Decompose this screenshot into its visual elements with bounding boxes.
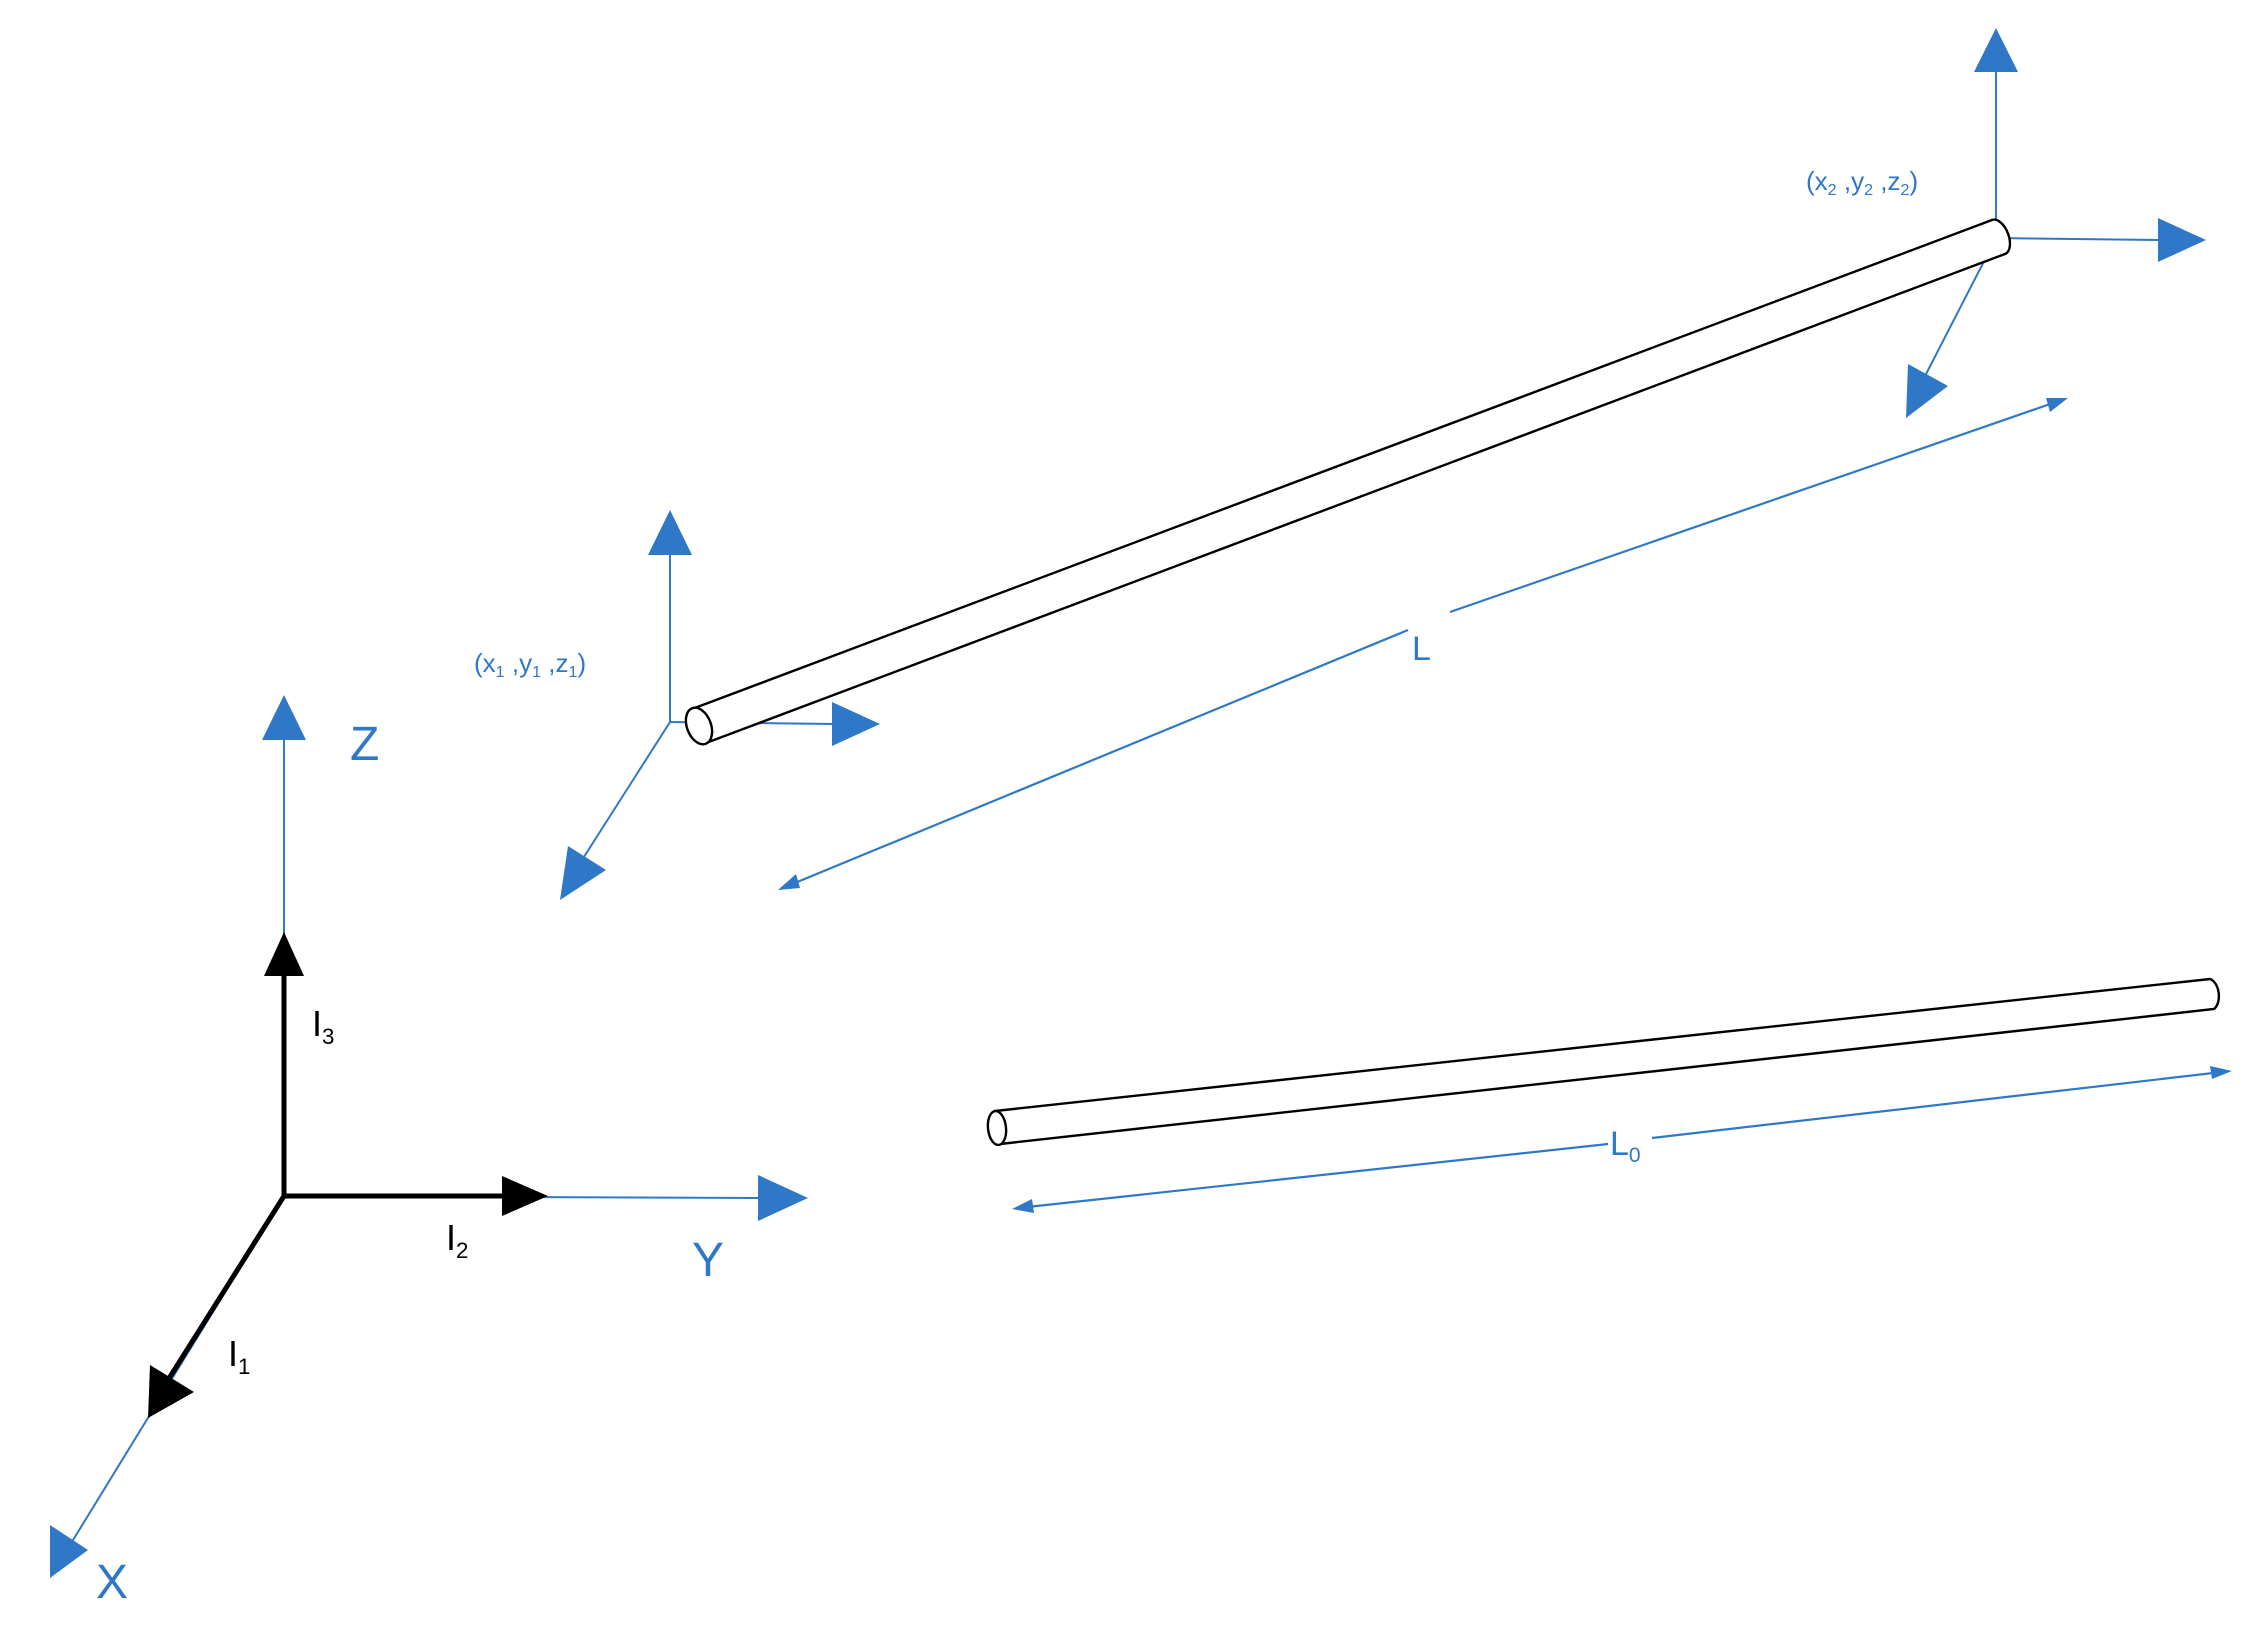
length-l-line-upper — [1449, 400, 2057, 614]
deformed-rod-body — [690, 218, 2012, 745]
end2-y-axis-line — [1995, 237, 2159, 241]
end1-x-arrowhead — [560, 846, 606, 900]
i3-vector-arrowhead — [264, 932, 304, 976]
end1-coordinate-label: (x1 ,y1 ,z1) — [474, 648, 586, 681]
length-l-label: L — [1412, 630, 1431, 668]
length-l-dimension: L — [778, 398, 2068, 890]
i1-label: I1 — [228, 1333, 250, 1379]
length-l-line-lower — [789, 628, 1409, 887]
end1-y-arrowhead — [832, 702, 880, 746]
reference-rod-body — [993, 977, 2221, 1146]
length-l0-dimension: L0 — [1012, 1066, 2232, 1213]
reference-rod-group: L0 — [986, 977, 2232, 1213]
end2-x-arrowhead — [1906, 364, 1948, 418]
y-axis-arrowhead — [758, 1175, 808, 1221]
end1-z-arrowhead — [648, 510, 692, 555]
end2-y-arrowhead — [2158, 218, 2206, 262]
deformed-rod-group: (x1 ,y1 ,z1) (x2 ,y2 ,z2) L — [474, 28, 2206, 900]
x-axis-label: X — [96, 1556, 128, 1609]
x-axis-arrowhead — [50, 1525, 88, 1578]
length-l0-line-upper — [1651, 1070, 2223, 1140]
length-l0-arrowhead-end — [2210, 1066, 2232, 1079]
i2-vector-arrowhead — [502, 1176, 548, 1216]
z-axis-label: Z — [350, 718, 379, 771]
z-axis-arrowhead — [262, 695, 306, 740]
length-l0-line-lower — [1017, 1142, 1609, 1210]
length-l0-label: L0 — [1610, 1125, 1641, 1167]
length-l-arrowhead-end — [2046, 398, 2068, 412]
end2-local-frame — [1906, 28, 2206, 418]
end1-x-axis-line — [581, 721, 671, 861]
i2-label: I2 — [446, 1217, 468, 1263]
length-l-arrowhead-start — [778, 874, 800, 890]
global-frame: Z Y X I3 I2 I1 — [50, 695, 808, 1609]
i1-vector-arrowhead — [148, 1365, 194, 1418]
end2-z-arrowhead — [1974, 28, 2018, 72]
deformed-rod-end-cap — [684, 706, 714, 746]
y-axis-label: Y — [692, 1234, 724, 1287]
reference-rod-end-cap — [986, 1109, 1008, 1147]
end2-coordinate-label: (x2 ,y2 ,z2) — [1806, 166, 1918, 199]
length-l0-arrowhead-start — [1012, 1199, 1034, 1213]
i3-label: I3 — [312, 1003, 334, 1049]
i1-vector-line — [165, 1194, 287, 1382]
